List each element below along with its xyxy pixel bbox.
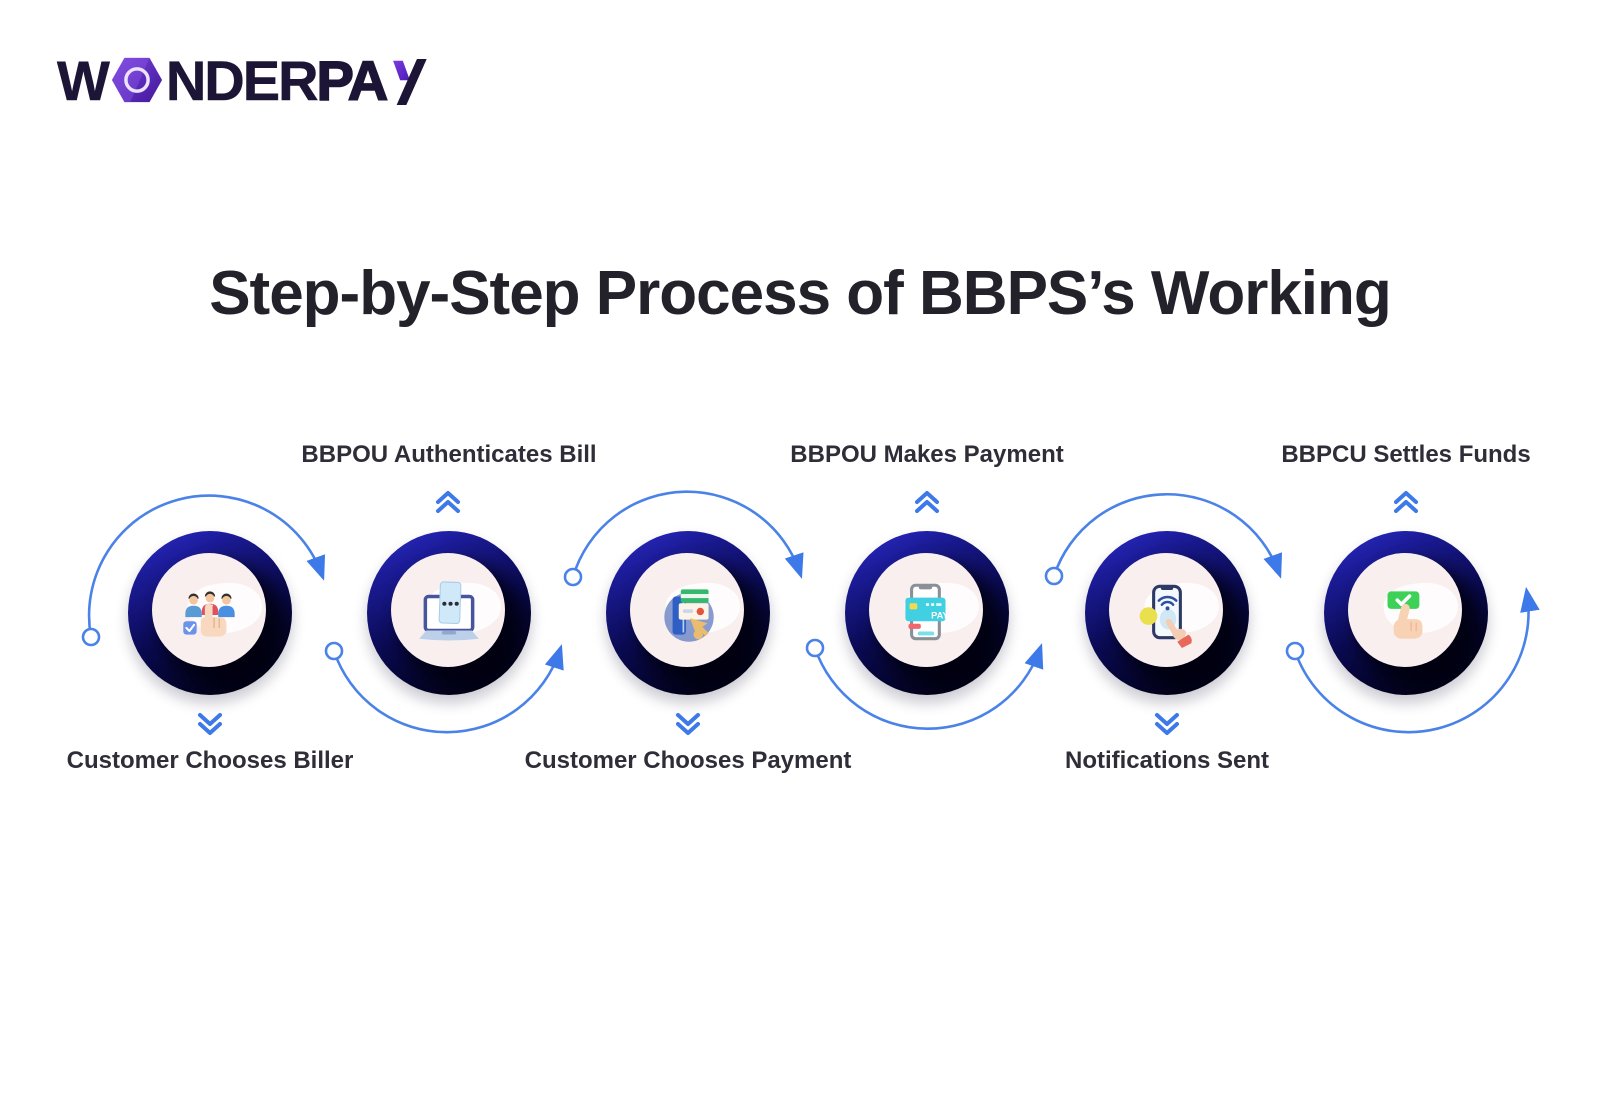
step-circle-1 <box>128 531 292 695</box>
step-circle-5 <box>1085 531 1249 695</box>
logo-text-pa: PA <box>316 48 389 113</box>
step-circle-3 <box>606 531 770 695</box>
chevron-down-icon <box>198 713 222 735</box>
chevron-up-icon <box>1394 491 1418 513</box>
wonderpay-logo: W NDER PA <box>57 44 430 116</box>
page-title: Step-by-Step Process of BBPS’s Working <box>209 259 1392 328</box>
chevron-up-icon <box>915 491 939 513</box>
step-label-customer-chooses-biller: Customer Chooses Biller <box>66 747 354 774</box>
logo-text-nder: NDER <box>165 48 319 112</box>
hexagon-o-icon <box>111 57 162 103</box>
step-circle-4: PAY <box>845 531 1009 695</box>
step-circle-6 <box>1324 531 1488 695</box>
bbpou-makes-payment-icon: PAY <box>905 583 949 641</box>
step-label-customer-chooses-payment: Customer Chooses Payment <box>524 747 852 774</box>
logo-text-w: W <box>57 48 110 112</box>
step-label-bbpou-makes-payment: BBPOU Makes Payment <box>790 441 1064 468</box>
chevron-up-icon <box>436 491 460 513</box>
bbpou-authenticates-bill-icon <box>419 581 479 641</box>
customer-chooses-biller-icon <box>183 591 235 637</box>
notifications-sent-icon <box>1139 584 1192 648</box>
pay-button-label: PAY <box>931 611 949 621</box>
step-label-notifications-sent: Notifications Sent <box>1064 747 1270 774</box>
connector-arcs <box>87 490 1540 734</box>
step-label-bbpou-authenticates-bill: BBPOU Authenticates Bill <box>301 441 597 468</box>
chevron-down-icon <box>676 713 700 735</box>
customer-chooses-payment-icon <box>664 589 714 642</box>
bbpcu-settles-funds-icon <box>1387 591 1423 639</box>
step-circle-2 <box>367 531 531 695</box>
chevron-down-icon <box>1155 713 1179 735</box>
step-label-bbpcu-settles-funds: BBPCU Settles Funds <box>1281 441 1531 468</box>
stylized-y-icon <box>393 59 427 105</box>
